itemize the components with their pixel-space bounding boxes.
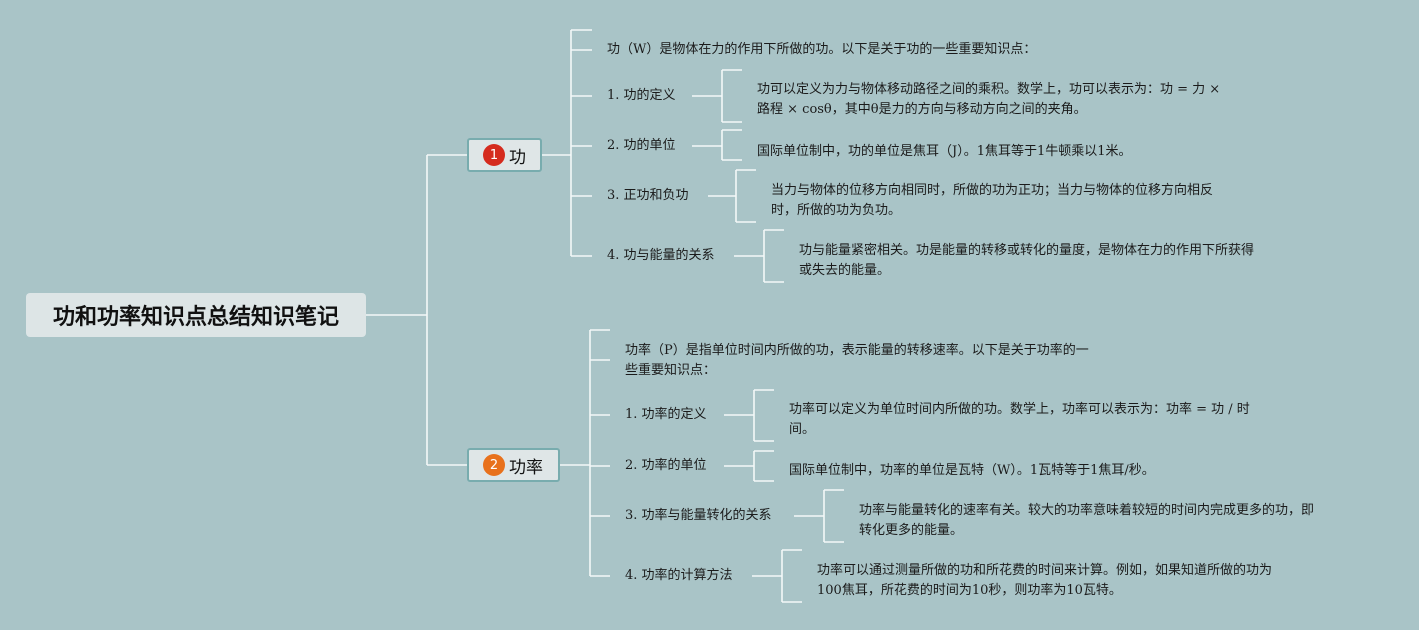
branch-node-power[interactable]: 2 功率 (467, 448, 560, 482)
power-energy-conversion-detail: 功率与能量转化的速率有关。较大的功率意味着较短的时间内完成更多的功，即 转化更多… (859, 503, 1315, 538)
work-item-positive-negative[interactable]: 3. 正功和负功 (607, 188, 689, 203)
power-item-energy-conversion[interactable]: 3. 功率与能量转化的关系 (625, 508, 772, 523)
branch-node-work[interactable]: 1 功 (467, 138, 542, 172)
power-intro: 功率（P）是指单位时间内所做的功，表示能量的转移速率。以下是关于功率的一 些重要… (625, 343, 1089, 378)
root-title: 功和功率知识点总结知识笔记 (52, 305, 339, 330)
work-item-energy-relation[interactable]: 4. 功与能量的关系 (607, 248, 715, 263)
number-badge-icon: 2 (483, 454, 505, 476)
work-item-unit[interactable]: 2. 功的单位 (607, 138, 676, 153)
work-item-definition[interactable]: 1. 功的定义 (607, 88, 676, 103)
root-node[interactable]: 功和功率知识点总结知识笔记 (26, 293, 366, 337)
work-positive-negative-detail: 当力与物体的位移方向相同时，所做的功为正功；当力与物体的位移方向相反 时，所做的… (771, 183, 1214, 218)
power-definition-detail: 功率可以定义为单位时间内所做的功。数学上，功率可以表示为：功率 = 功 / 时 … (789, 402, 1250, 437)
branch-label: 功 (509, 147, 526, 168)
power-calculation-detail: 功率可以通过测量所做的功和所花费的时间来计算。例如，如果知道所做的功为 100焦… (817, 563, 1273, 598)
work-definition-detail: 功可以定义为力与物体移动路径之间的乘积。数学上，功可以表示为：功 = 力 × 路… (757, 82, 1221, 117)
work-energy-relation-detail: 功与能量紧密相关。功是能量的转移或转化的量度，是物体在力的作用下所获得 或失去的… (799, 243, 1255, 278)
branch-label: 功率 (509, 457, 543, 478)
power-item-unit[interactable]: 2. 功率的单位 (625, 458, 707, 473)
power-unit-detail: 国际单位制中，功率的单位是瓦特（W）。1瓦特等于1焦耳/秒。 (789, 463, 1155, 478)
work-unit-detail: 国际单位制中，功的单位是焦耳（J）。1焦耳等于1牛顿乘以1米。 (757, 144, 1132, 159)
power-item-calculation[interactable]: 4. 功率的计算方法 (625, 568, 733, 583)
number-badge-icon: 1 (483, 144, 505, 166)
power-item-definition[interactable]: 1. 功率的定义 (625, 407, 707, 422)
work-intro: 功（W）是物体在力的作用下所做的功。以下是关于功的一些重要知识点： (607, 42, 1037, 57)
